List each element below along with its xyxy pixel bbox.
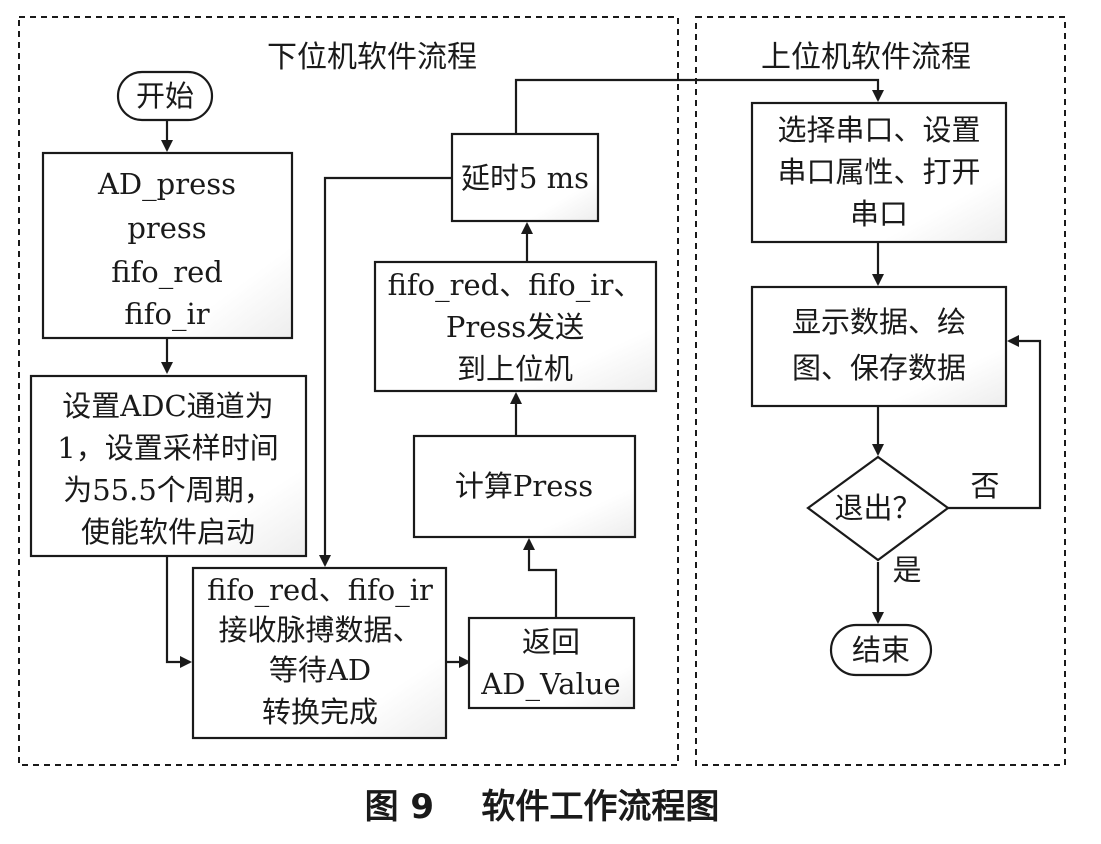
ad-variables-line-2: press: [127, 211, 206, 245]
end-terminal: [829, 623, 933, 677]
edge-delay-to-receive: [319, 176, 452, 567]
adc-setup-line-2: 1，设置采样时间: [57, 431, 278, 465]
display-line-1: 显示数据、绘: [792, 305, 966, 339]
calc-press-box: [412, 434, 637, 539]
delay-label: 延时5 ms: [461, 161, 589, 195]
start-terminal: [116, 70, 214, 122]
edge-return-to-calc: [523, 538, 558, 618]
return-line-2: AD_Value: [480, 667, 620, 702]
lower-computer-title: 下位机软件流程: [267, 40, 477, 75]
adc-setup-line-3: 为55.5个周期，: [63, 473, 273, 507]
return-ad-value-box: [467, 616, 636, 710]
edge-decision-no-loop: [948, 335, 1042, 510]
edge-adcsetup-to-receive: [165, 556, 192, 668]
start-label: 开始: [136, 79, 194, 113]
upper-computer-title: 上位机软件流程: [761, 40, 971, 75]
receive-data-box: [191, 566, 448, 740]
display-line-2: 图、保存数据: [792, 351, 966, 385]
send-line-1: fifo_red、fifo_ir、: [388, 268, 643, 303]
yes-branch-label: 是: [892, 553, 921, 587]
receive-line-4: 转换完成: [262, 695, 378, 729]
display-data-box: [750, 285, 1008, 408]
serial-setup-box: [750, 101, 1008, 244]
adc-setup-box: [29, 374, 308, 558]
receive-line-1: fifo_red、fifo_ir: [207, 573, 433, 608]
send-line-2: Press发送: [446, 310, 584, 344]
calc-press-label: 计算Press: [455, 469, 593, 503]
no-branch-label: 否: [970, 469, 999, 503]
receive-line-2: 接收脉搏数据、: [218, 613, 421, 647]
send-line-3: 到上位机: [457, 352, 573, 386]
serial-line-2: 串口属性、打开: [777, 155, 980, 189]
adc-setup-line-1: 设置ADC通道为: [62, 389, 273, 423]
return-line-1: 返回: [522, 625, 580, 659]
ad-variables-line-3: fifo_red: [111, 255, 223, 290]
send-to-host-box: [373, 260, 658, 393]
end-label: 结束: [852, 633, 910, 667]
serial-line-1: 选择串口、设置: [777, 113, 980, 147]
adc-setup-line-4: 使能软件启动: [81, 515, 255, 549]
upper-computer-panel: [695, 16, 1066, 766]
exit-decision-label: 退出？: [834, 491, 921, 525]
ad-variables-line-4: fifo_ir: [124, 297, 209, 332]
edge-delay-to-serial: [514, 78, 884, 134]
serial-line-3: 串口: [850, 197, 908, 231]
receive-line-3: 等待AD: [269, 653, 371, 687]
figure-caption: 图 9 软件工作流程图: [365, 787, 720, 827]
ad-variables-line-1: AD_press: [97, 167, 236, 202]
delay-box: [450, 132, 600, 223]
ad-variables-box: [41, 151, 294, 340]
exit-decision-diamond: [806, 455, 950, 562]
